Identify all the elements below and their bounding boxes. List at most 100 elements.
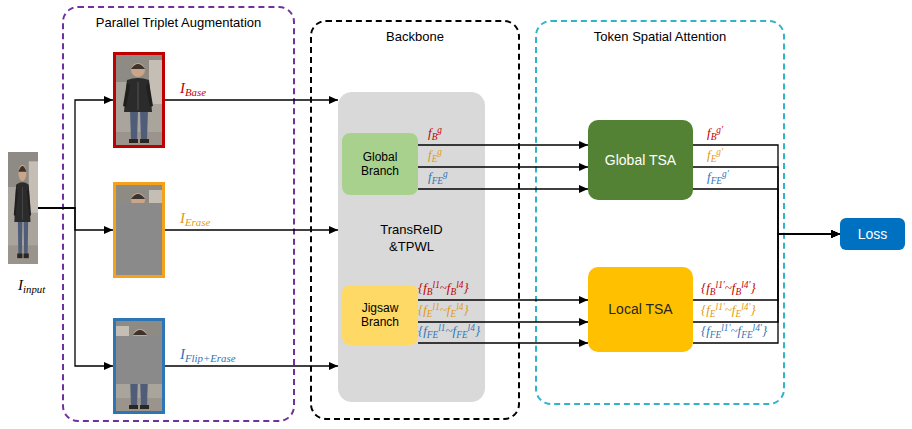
connector-arrow (165, 229, 338, 230)
text-part: B (432, 132, 438, 142)
input-photo (8, 152, 38, 264)
erase-photo (113, 182, 165, 278)
text-part: } (463, 280, 468, 295)
box-label: Jigsaw Branch (342, 301, 418, 330)
dashed-region: BackboneTransReID &TPWLGlobal BranchJigs… (310, 20, 520, 420)
connector-arrow (693, 189, 840, 234)
text-part: {f (701, 323, 710, 338)
text-part: ~f (725, 302, 736, 317)
feature-label: fFEg' (707, 169, 729, 186)
feature-label: fBg (428, 125, 442, 142)
text-part: f (707, 169, 711, 184)
attention-box: Global TSA (588, 120, 693, 200)
branch-box: Jigsaw Branch (342, 285, 418, 345)
text-part: l4 (456, 280, 463, 290)
label-anchor: fEg (428, 147, 442, 164)
text-part: l1 (433, 280, 440, 290)
text-part: FE (427, 330, 438, 340)
text-part: g (443, 169, 448, 179)
text-part: l1' (716, 302, 725, 312)
text-part: } (475, 323, 480, 338)
text-part: {f (701, 280, 710, 295)
label-anchor: {fFEl1~fFEl4} (418, 323, 480, 340)
text-part: I (180, 80, 185, 96)
augmented-image: IBase (113, 52, 165, 148)
text-part: {f (701, 302, 710, 317)
text-part: Base (185, 86, 206, 98)
text-part: input (23, 283, 45, 295)
text-part: g' (716, 125, 723, 135)
region-title: Backbone (312, 29, 518, 44)
feature-label: {fBl1'~fBl4'} (701, 280, 756, 297)
text-part: f (707, 125, 711, 140)
connector-arrow (693, 145, 840, 234)
label-anchor: {fFEl1'~fFEl4'} (701, 323, 767, 340)
connector-arrow (693, 234, 840, 343)
erased-patch (113, 203, 165, 278)
region-title: Parallel Triplet Augmentation (64, 15, 293, 30)
image-label: Iinput (18, 277, 45, 294)
text-part: g (437, 147, 442, 157)
text-part: ~f (446, 323, 457, 338)
connector-arrow (38, 208, 113, 366)
text-part: {f (418, 323, 427, 338)
text-part: l1' (716, 280, 725, 290)
text-part: B (710, 287, 716, 297)
box-label: Loss (858, 226, 888, 243)
text-part: } (750, 302, 755, 317)
image-label: IErase (180, 210, 210, 227)
dashed-region: Parallel Triplet AugmentationIBaseIErase… (62, 6, 295, 422)
connector-arrow (165, 99, 338, 100)
text-part: B (427, 287, 433, 297)
text-part: FE (741, 330, 752, 340)
text-part: l1 (433, 302, 440, 312)
text-part: ~f (731, 323, 742, 338)
connector-arrow (693, 234, 840, 322)
box-label: Global TSA (605, 152, 676, 169)
text-part: } (750, 280, 755, 295)
label-anchor: {fBl1~fBl4} (418, 280, 469, 297)
text-part: B (711, 132, 717, 142)
text-part: l1 (438, 323, 445, 333)
label-anchor: fBg' (707, 125, 723, 142)
erased-patch (113, 336, 165, 384)
text-part: l1' (721, 323, 730, 333)
feature-label: fEg (428, 147, 442, 164)
text-part: B (450, 287, 456, 297)
text-part: l4' (753, 323, 762, 333)
text-part: FE (710, 330, 721, 340)
label-anchor: {fEl1~fEl4} (418, 302, 469, 319)
text-part: I (180, 346, 185, 362)
text-part: g (437, 125, 442, 135)
text-part: f (428, 125, 432, 140)
text-part: f (428, 169, 432, 184)
box-label: Global Branch (342, 150, 418, 179)
image-label: IFlip+Erase (180, 346, 235, 363)
text-part: } (762, 323, 767, 338)
text-part: ~f (440, 280, 451, 295)
text-part: l4' (741, 302, 750, 312)
backbone-box: TransReID &TPWLGlobal BranchJigsaw Branc… (338, 92, 485, 402)
feature-label: {fBl1~fBl4} (418, 280, 469, 297)
label-anchor: {fEl1'~fEl4'} (701, 302, 756, 319)
feature-label: {fEl1'~fEl4'} (701, 302, 756, 319)
connector-arrow (418, 188, 588, 189)
augmented-image: IErase (113, 182, 165, 278)
connector-arrow (418, 299, 588, 300)
text-part: f (428, 147, 432, 162)
connector-arrow (693, 234, 840, 300)
box-label: Local TSA (608, 301, 672, 318)
image-label: IBase (180, 80, 206, 97)
label-anchor: fFEg' (707, 169, 729, 186)
connector-arrow (418, 166, 588, 167)
connector-arrow (418, 321, 588, 322)
text-part: FE (432, 176, 443, 186)
connector-arrow (693, 167, 840, 234)
region-title: Token Spatial Attention (537, 29, 783, 44)
feature-label: fBg' (707, 125, 723, 142)
label-anchor: fBg (428, 125, 442, 142)
text-part: {f (418, 280, 427, 295)
